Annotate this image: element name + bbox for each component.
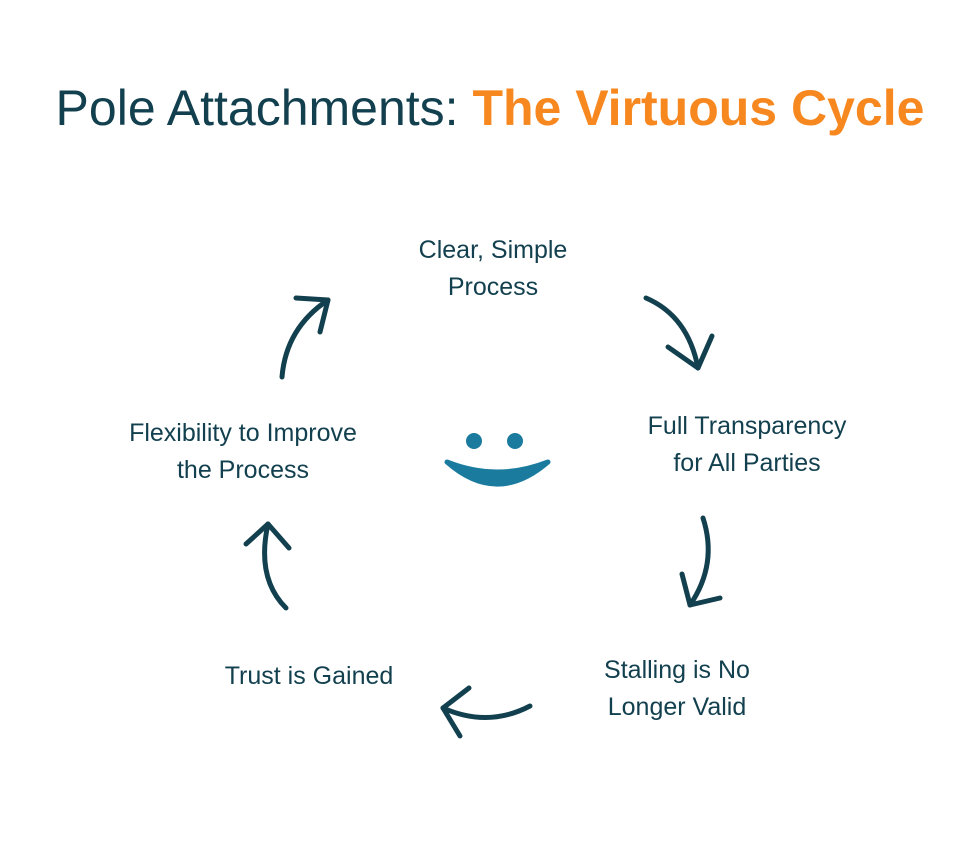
step-line: Full Transparency <box>647 412 847 440</box>
step-line: Longer Valid <box>607 693 747 721</box>
step-line: Trust is Gained <box>224 662 394 690</box>
page-title: Pole Attachments: The Virtuous Cycle <box>0 78 980 138</box>
cycle-step-trust-is-gained: Trust is Gained <box>194 658 424 695</box>
title-plain: Pole Attachments: <box>55 80 473 136</box>
title-accent: The Virtuous Cycle <box>472 80 925 136</box>
smiley-mouth <box>444 459 551 487</box>
smiley-eye-left <box>466 433 482 449</box>
cycle-step-clear-simple-process: Clear, Simple Process <box>388 232 598 306</box>
cycle-step-full-transparency: Full Transparency for All Parties <box>622 408 872 482</box>
step-line: the Process <box>176 456 309 484</box>
step-line: Clear, Simple <box>418 236 568 264</box>
cycle-step-flexibility-to-improve: Flexibility to Improve the Process <box>104 415 382 489</box>
arrow-transparency-to-stalling-icon <box>679 515 723 608</box>
arrow-clear-to-transparency-icon <box>643 295 715 371</box>
step-line: Stalling is No <box>604 656 750 684</box>
step-line: for All Parties <box>673 449 821 477</box>
smiley-eye-right <box>507 433 523 449</box>
arrow-trust-to-flexibility-icon <box>243 521 292 611</box>
step-line: Process <box>447 273 539 301</box>
arrow-stalling-to-trust-icon <box>440 685 533 739</box>
cycle-step-stalling-no-longer-valid: Stalling is No Longer Valid <box>572 652 782 726</box>
arrow-flexibility-to-clear-icon <box>279 295 331 380</box>
smiley-face-icon <box>444 433 551 487</box>
step-line: Flexibility to Improve <box>129 419 357 447</box>
